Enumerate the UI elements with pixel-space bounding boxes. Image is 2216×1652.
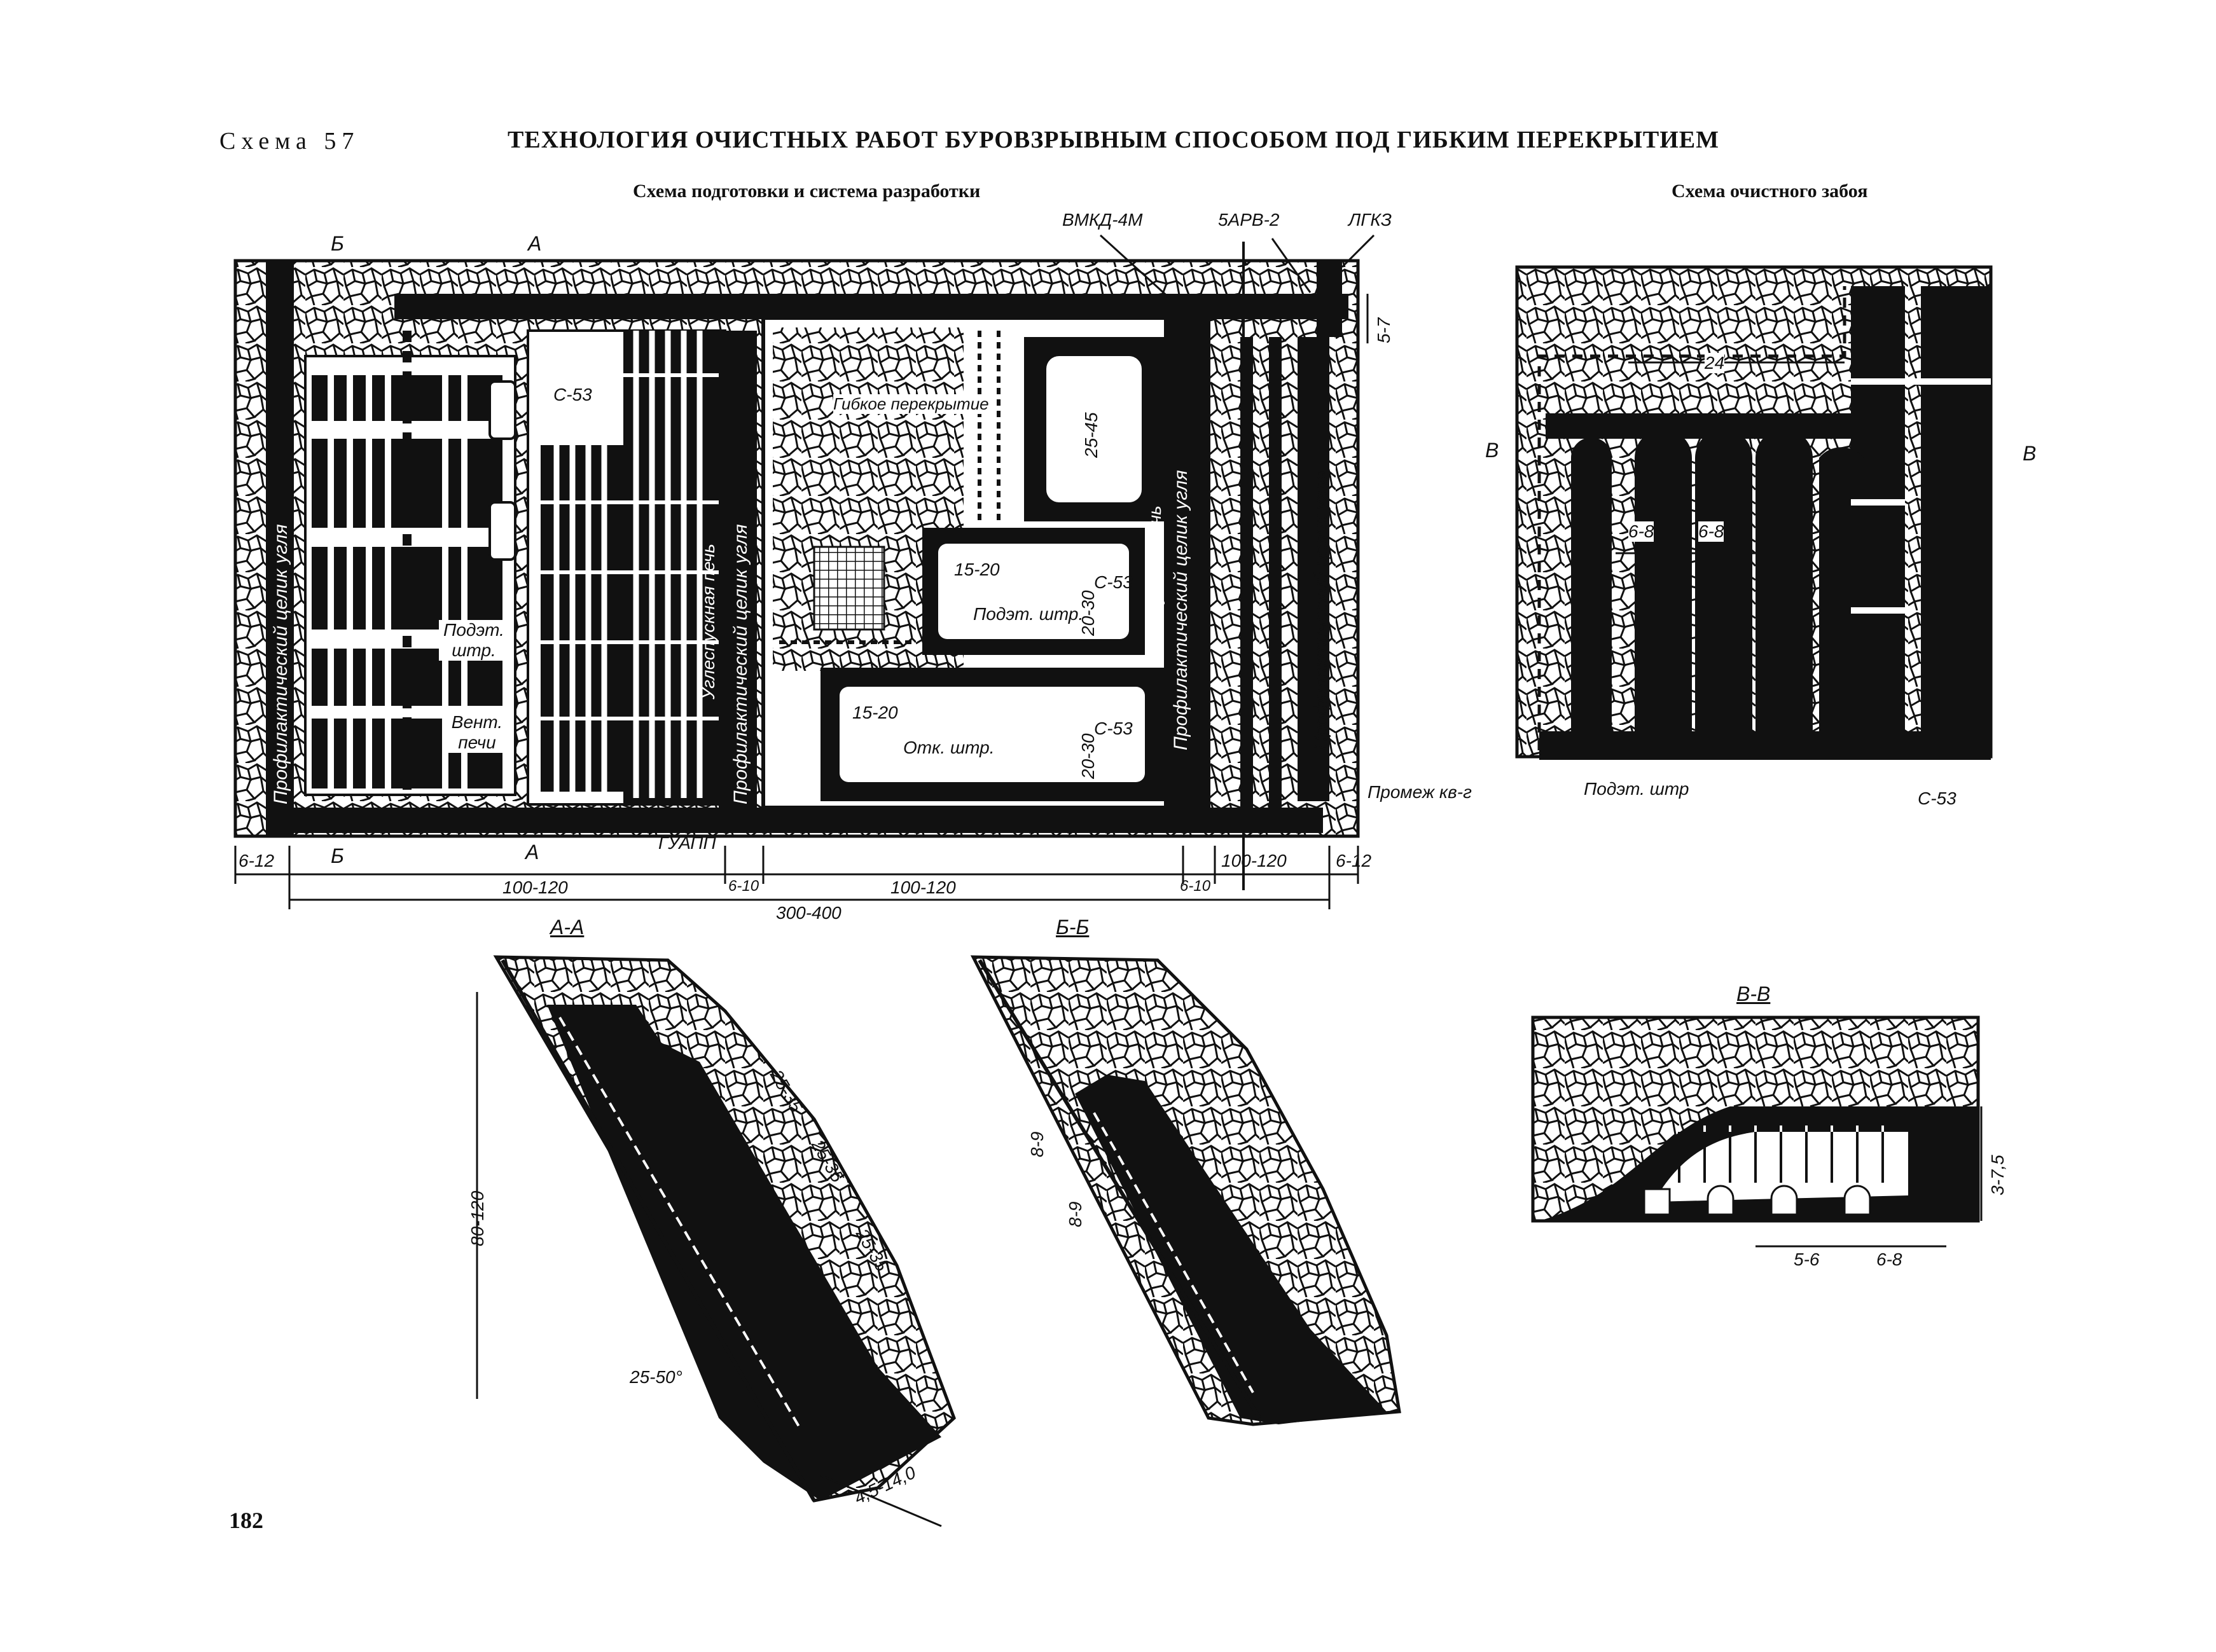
bottom-drift <box>280 808 1323 833</box>
face-section-mark-right: В <box>2023 442 2037 465</box>
left-pillar <box>266 261 294 836</box>
dim-15-20-upper: 15-20 <box>954 560 1000 579</box>
dim-100-120-mid: 100-120 <box>890 878 956 897</box>
page-number: 182 <box>229 1508 263 1533</box>
top-drift <box>394 294 1348 319</box>
label-lgkz: ЛГКЗ <box>1348 210 1392 230</box>
flexible-roof-label: Гибкое перекрытие <box>833 394 989 414</box>
dim-15-20-lower: 15-20 <box>852 703 898 722</box>
face-sublevel-drift: Подэт. штр <box>1584 779 1689 799</box>
label-5arv: 5АРВ-2 <box>1218 210 1280 230</box>
face-dim-6-8-right: 6-8 <box>1698 521 1724 542</box>
dim-100-120-right: 100-120 <box>1221 851 1287 871</box>
section-vv-dim-6-8: 6-8 <box>1876 1249 1902 1269</box>
section-bb-title: Б-Б <box>1056 916 1090 939</box>
face-section-mark-left: В <box>1485 439 1499 462</box>
section-mark-a-bottom: А <box>525 841 539 864</box>
section-aa-angle: 25-50° <box>630 1367 682 1387</box>
dim-6-12-left: 6-12 <box>239 851 275 871</box>
dim-100-120-left: 100-120 <box>502 878 568 897</box>
crosscut-label: Промеж кв-г <box>1368 782 1472 802</box>
plan-subtitle: Схема подготовки и система разработки <box>633 181 981 202</box>
right-pillar <box>1298 337 1329 801</box>
face-dim-24: 24 <box>1705 353 1725 373</box>
guapp-label: ГУАПП <box>658 833 716 853</box>
face-subtitle: Схема очистного забоя <box>1672 181 1868 202</box>
haulage-drift-label: Отк. штр. <box>903 738 995 757</box>
dim-6-10-right: 6-10 <box>1180 878 1211 895</box>
face-s53: С-53 <box>1918 788 1956 808</box>
section-aa-title: А-А <box>550 916 585 939</box>
vent-raises-label: Вент. печи <box>445 712 509 753</box>
section-mark-b-top: Б <box>331 232 344 255</box>
dim-300-400: 300-400 <box>776 903 841 923</box>
section-vv-dim-5-6: 5-6 <box>1794 1249 1820 1269</box>
page-title: ТЕХНОЛОГИЯ ОЧИСТНЫХ РАБОТ БУРОВЗРЫВНЫМ С… <box>508 127 1720 153</box>
section-vv-title: В-В <box>1736 982 1771 1005</box>
dim-6-10-left: 6-10 <box>728 878 759 895</box>
label-s53-left: С-53 <box>553 385 592 404</box>
sublevel-drift-label: Подэт. штр. <box>439 620 509 661</box>
label-vmkd: ВМКД-4М <box>1062 210 1143 230</box>
sublevel-drift-label-mid: Подэт. штр. <box>973 604 1084 624</box>
section-vv-dim-3-7-5: 3-7,5 <box>1988 1155 2007 1195</box>
section-mark-a-top: А <box>528 232 542 255</box>
flexible-roof-grid <box>813 546 885 631</box>
schema-number: Схема 57 <box>219 128 360 155</box>
label-s53-mid: С-53 <box>1094 572 1133 592</box>
panel-middle-left <box>527 329 757 814</box>
label-s53-low: С-53 <box>1094 719 1133 738</box>
dim-6-12-right: 6-12 <box>1336 851 1372 871</box>
section-mark-b-bottom: Б <box>331 844 344 867</box>
face-dim-6-8-left: 6-8 <box>1628 521 1654 542</box>
